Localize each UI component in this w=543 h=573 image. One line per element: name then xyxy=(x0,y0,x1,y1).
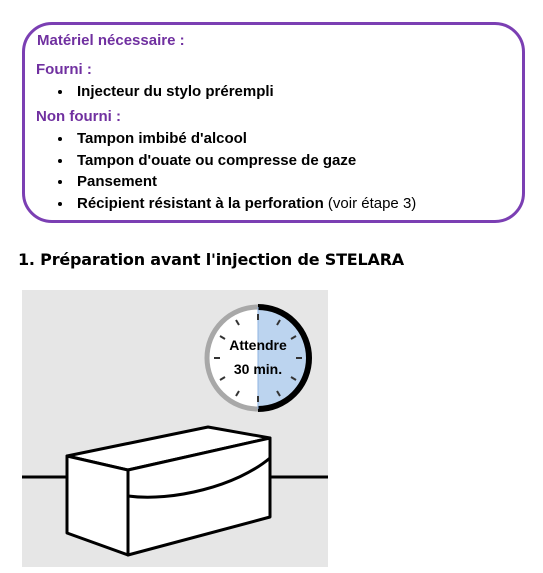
clock-text-line1: Attendre xyxy=(229,337,287,353)
carton-box-icon xyxy=(65,425,272,557)
list-item: Tampon imbibé d'alcool xyxy=(73,128,416,150)
list-item-text: Injecteur du stylo prérempli xyxy=(77,83,274,100)
provided-label: Fourni : xyxy=(36,61,92,78)
list-item-text: Pansement xyxy=(77,173,158,190)
step-heading: 1. Préparation avant l'injection de STEL… xyxy=(18,250,404,269)
materials-title: Matériel nécessaire : xyxy=(37,32,185,49)
list-item: Récipient résistant à la perforation (vo… xyxy=(73,193,416,215)
list-item-text: Tampon imbibé d'alcool xyxy=(77,130,247,147)
not-provided-label: Non fourni : xyxy=(36,108,121,125)
provided-list: Injecteur du stylo prérempli xyxy=(55,81,274,103)
list-item-note: (voir étape 3) xyxy=(323,194,417,212)
materials-box: Matériel nécessaire : Fourni : Injecteur… xyxy=(22,22,525,223)
clock-text-line2: 30 min. xyxy=(234,361,282,377)
list-item-text: Récipient résistant à la perforation xyxy=(77,194,324,212)
list-item: Tampon d'ouate ou compresse de gaze xyxy=(73,150,416,172)
list-item-text: Tampon d'ouate ou compresse de gaze xyxy=(77,151,357,169)
clock-icon: Attendre 30 min. xyxy=(204,304,312,412)
wait-illustration: Attendre 30 min. xyxy=(22,290,328,567)
not-provided-list: Tampon imbibé d'alcool Tampon d'ouate ou… xyxy=(55,128,416,214)
list-item: Pansement xyxy=(73,171,416,193)
list-item: Injecteur du stylo prérempli xyxy=(73,81,274,103)
